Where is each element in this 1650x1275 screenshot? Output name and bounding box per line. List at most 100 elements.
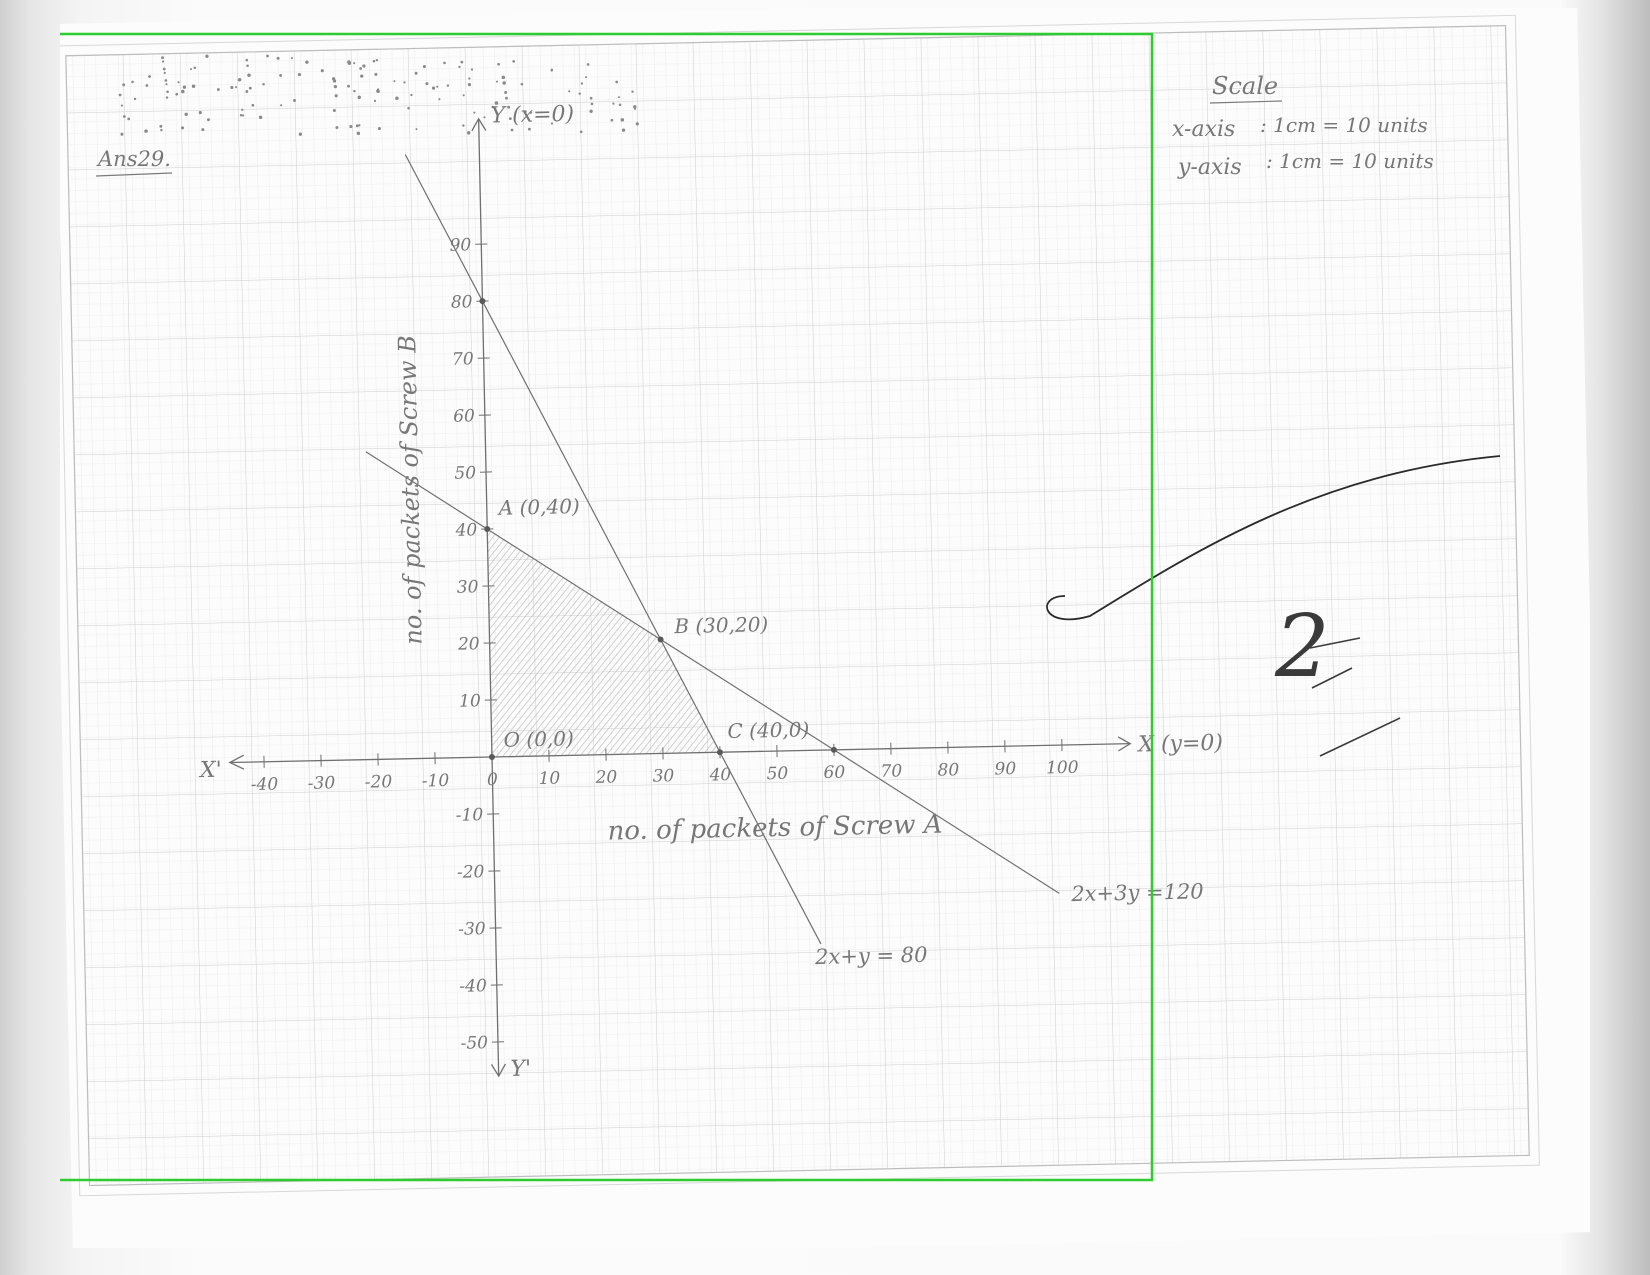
y-tick-label: -40 [459, 976, 487, 997]
dot-mark [458, 65, 461, 69]
dot-mark [510, 128, 514, 132]
y-tick-label: 40 [454, 520, 477, 540]
dot-mark [635, 122, 639, 126]
corner-point-dot [484, 526, 491, 533]
dot-mark [206, 118, 210, 122]
dot-mark [446, 84, 450, 87]
marks-slash [1309, 637, 1361, 689]
dot-mark [372, 59, 376, 63]
dot-mark [460, 60, 464, 64]
y-axis-end-label: Y (x=0) [490, 102, 574, 129]
y-tick-label: -30 [458, 919, 486, 940]
dot-mark [550, 68, 553, 72]
dot-mark [375, 58, 379, 62]
dot-mark [403, 81, 406, 84]
dot-mark [118, 93, 122, 97]
dot-mark [120, 132, 124, 136]
dot-mark [120, 104, 124, 107]
answer-label: Ans29. [96, 147, 171, 171]
dot-mark [468, 77, 471, 80]
dot-mark [505, 96, 508, 100]
dot-mark [333, 85, 337, 89]
dot-mark [298, 132, 302, 136]
x-tick-label: -30 [308, 773, 336, 794]
dot-mark [393, 80, 396, 83]
constraint-label: 2x+y = 80 [814, 943, 928, 969]
x-tick-label: 0 [487, 770, 498, 790]
dot-mark [305, 60, 309, 64]
dot-mark [586, 63, 590, 66]
answer-underline [95, 172, 173, 177]
dot-mark [512, 60, 516, 63]
scale-x-value: : 1cm = 10 units [1260, 113, 1428, 137]
dot-mark [181, 126, 185, 130]
dot-mark [166, 90, 169, 94]
dot-mark [589, 109, 593, 113]
x-tick-label: -10 [422, 771, 450, 792]
corner-points: O (0,0)A (0,40)B (30,20)C (40,0) [479, 298, 837, 760]
dot-mark [395, 96, 399, 101]
dot-mark [349, 125, 353, 129]
dot-mark [462, 124, 465, 127]
dot-mark [190, 68, 193, 71]
dot-mark [497, 62, 500, 66]
dot-mark [262, 82, 265, 86]
dot-mark [247, 73, 251, 77]
dot-mark [131, 80, 134, 84]
scale-y-value: : 1cm = 10 units [1266, 149, 1434, 173]
dot-mark [410, 93, 413, 97]
constraint-label: 2x+3y =120 [1070, 879, 1204, 906]
dot-mark [122, 83, 126, 87]
dot-mark [356, 131, 361, 136]
dot-mark [297, 72, 301, 77]
dot-mark [578, 92, 581, 95]
dot-mark [362, 64, 366, 68]
dot-mark [276, 56, 280, 60]
corner-point-dot [830, 746, 837, 753]
y-tick-label: 80 [451, 292, 473, 312]
dot-mark [241, 114, 245, 117]
x-tick-label: -20 [365, 772, 393, 793]
dot-mark [501, 75, 506, 80]
dot-mark [529, 111, 533, 114]
dot-mark [133, 97, 137, 101]
dot-mark [175, 92, 179, 96]
dot-mark [631, 90, 634, 93]
dot-mark [462, 94, 465, 97]
dot-mark [184, 112, 188, 116]
dot-mark [615, 80, 619, 84]
dot-mark [527, 127, 531, 131]
dot-mark [165, 96, 169, 99]
scale-y-label: y-axis [1177, 155, 1242, 180]
dot-mark [414, 71, 418, 75]
dot-mark [123, 115, 126, 118]
dot-mark [161, 56, 164, 60]
dot-mark [618, 103, 622, 107]
dot-mark [520, 82, 524, 86]
corner-point-dot [479, 298, 486, 305]
corner-point-label: O (0,0) [503, 726, 574, 751]
y-axis-title: no. of packets of Screw B [393, 335, 427, 645]
dot-mark [508, 117, 512, 120]
y-tick-label: -10 [456, 805, 484, 826]
corner-point-dot [716, 749, 723, 756]
corner-point-label: C (40,0) [727, 717, 809, 743]
dot-mark [358, 124, 361, 127]
dot-mark [507, 105, 511, 109]
y-tick-label: 10 [459, 691, 481, 711]
y-axis-neg-arrow [490, 1063, 507, 1078]
dot-mark [633, 105, 637, 109]
y-tick-label: 70 [452, 349, 474, 369]
dot-mark [612, 102, 615, 105]
x-tick-label: -40 [251, 774, 279, 795]
feasible-region [487, 529, 720, 757]
dot-mark [335, 126, 339, 129]
scale-note: Scale x-axis : 1cm = 10 units y-axis : 1… [1172, 72, 1434, 180]
dot-mark [205, 54, 209, 58]
x-tick-label: 10 [538, 769, 560, 789]
dot-mark [237, 78, 241, 82]
x-tick-label: 70 [880, 761, 902, 781]
dot-mark [191, 84, 196, 88]
dot-mark [620, 118, 625, 122]
marks-awarded: 2 [1274, 597, 1330, 697]
